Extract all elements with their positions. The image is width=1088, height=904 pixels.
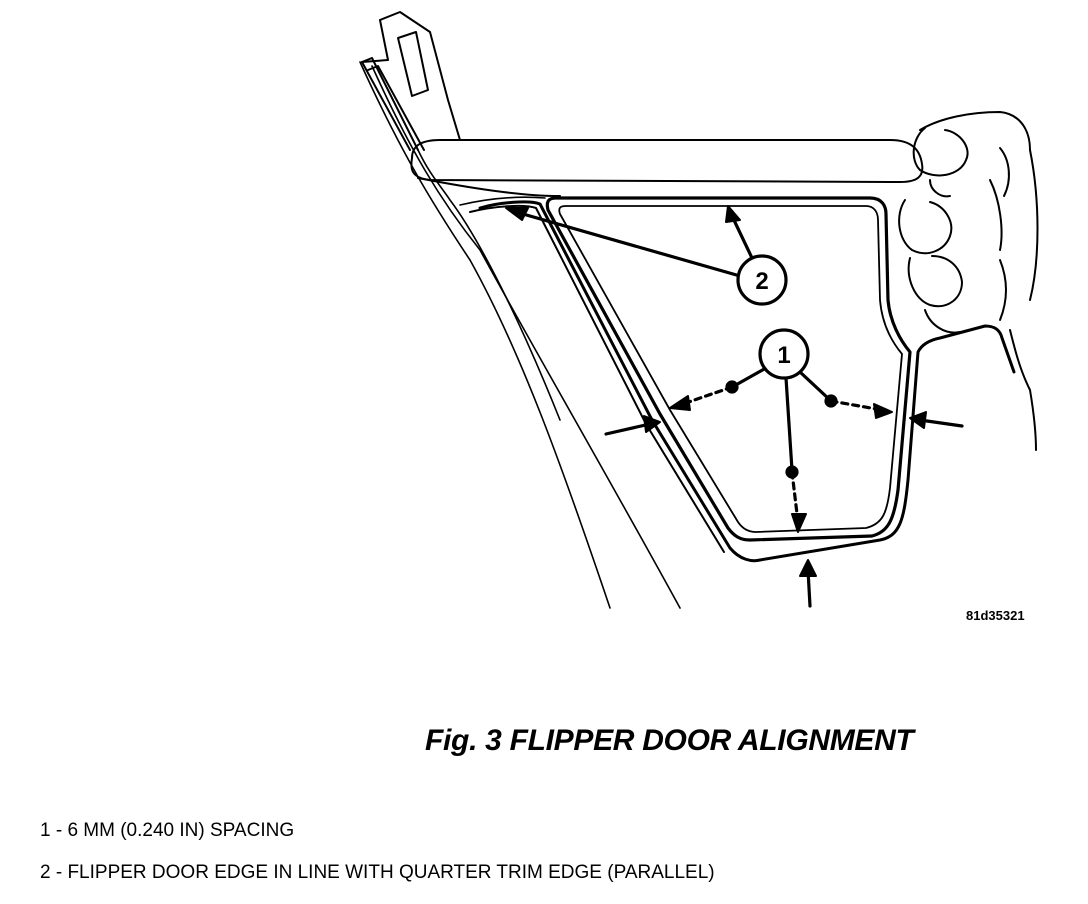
- figure-id-code: 81d35321: [966, 608, 1025, 623]
- quarter-trim-edge: [478, 200, 1016, 563]
- legend-item-2: 2 - FLIPPER DOOR EDGE IN LINE WITH QUART…: [40, 862, 715, 883]
- callout-1-arrows: [604, 366, 964, 608]
- latch-tab: [361, 11, 461, 151]
- legend-item-1: 1 - 6 MM (0.240 IN) SPACING: [40, 820, 295, 841]
- quarter-trim-edge-inner: [469, 204, 725, 553]
- grip-handle: [410, 139, 924, 197]
- callout-bubble-2: 2: [736, 254, 788, 306]
- hand-illustration: [898, 111, 1039, 451]
- callout-bubble-1: 1: [758, 328, 810, 380]
- callout-number-1: 1: [777, 342, 790, 369]
- callout-number-2: 2: [755, 268, 768, 295]
- quarter-trim-panel: [359, 61, 681, 609]
- callout-2-arrows: [505, 205, 754, 278]
- flipper-door: [545, 196, 912, 542]
- figure-caption: Fig. 3 FLIPPER DOOR ALIGNMENT: [425, 724, 914, 757]
